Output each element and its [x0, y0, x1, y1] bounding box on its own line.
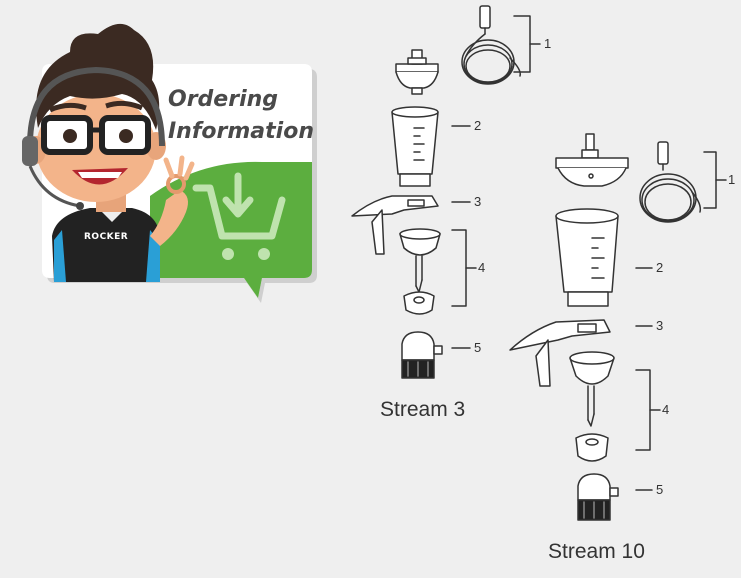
- stream3-callout-5: 5: [474, 340, 482, 355]
- stream3-label: Stream 3: [380, 398, 466, 421]
- stream10-callout-5: 5: [656, 482, 664, 497]
- shopping-cart-download-icon: [192, 172, 286, 240]
- stream10-callout-3: 3: [656, 318, 664, 333]
- stream10-callout-1: 1: [728, 172, 736, 187]
- stream10-callout-4-bracket: [635, 369, 651, 451]
- stream10-funnel-part: [555, 208, 619, 307]
- stream3-callout-1: 1: [544, 36, 552, 51]
- mascot: [22, 23, 195, 282]
- stream10-valve-part: [577, 473, 619, 521]
- banner-green-panel: [150, 161, 312, 298]
- banner-title-line-2: Information: [168, 119, 314, 144]
- stream3-clamp-part: [351, 195, 439, 255]
- stream3-cap-part: [395, 49, 439, 95]
- banner-title: Ordering Information: [168, 84, 314, 148]
- stream10-callout-2: 2: [656, 260, 664, 275]
- stream10-callout-4: 4: [662, 402, 670, 417]
- stream3-tubing-part: [461, 5, 522, 85]
- stream3-callout-3: 3: [474, 194, 482, 209]
- stream10-tubing-part: [639, 141, 702, 223]
- stream3-funnel-part: [391, 106, 439, 187]
- mascot-shirt-brand: ROCKER: [84, 232, 129, 242]
- stream3-callout-2: 2: [474, 118, 482, 133]
- stream10-callout-1-bracket: [703, 151, 717, 209]
- stream10-clamp-part: [509, 319, 611, 387]
- stream10-cap-part: [555, 133, 629, 187]
- stream3-filter-holder-part: [399, 228, 441, 315]
- stream3-valve-part: [401, 331, 443, 379]
- stream3-callout-1-bracket: [513, 15, 531, 73]
- stream10-filter-holder-part: [569, 351, 615, 462]
- stream3-callout-4-bracket: [451, 229, 467, 307]
- banner-title-line-1: Ordering: [168, 87, 279, 112]
- stream3-callout-4: 4: [478, 260, 486, 275]
- stream10-label: Stream 10: [548, 540, 645, 563]
